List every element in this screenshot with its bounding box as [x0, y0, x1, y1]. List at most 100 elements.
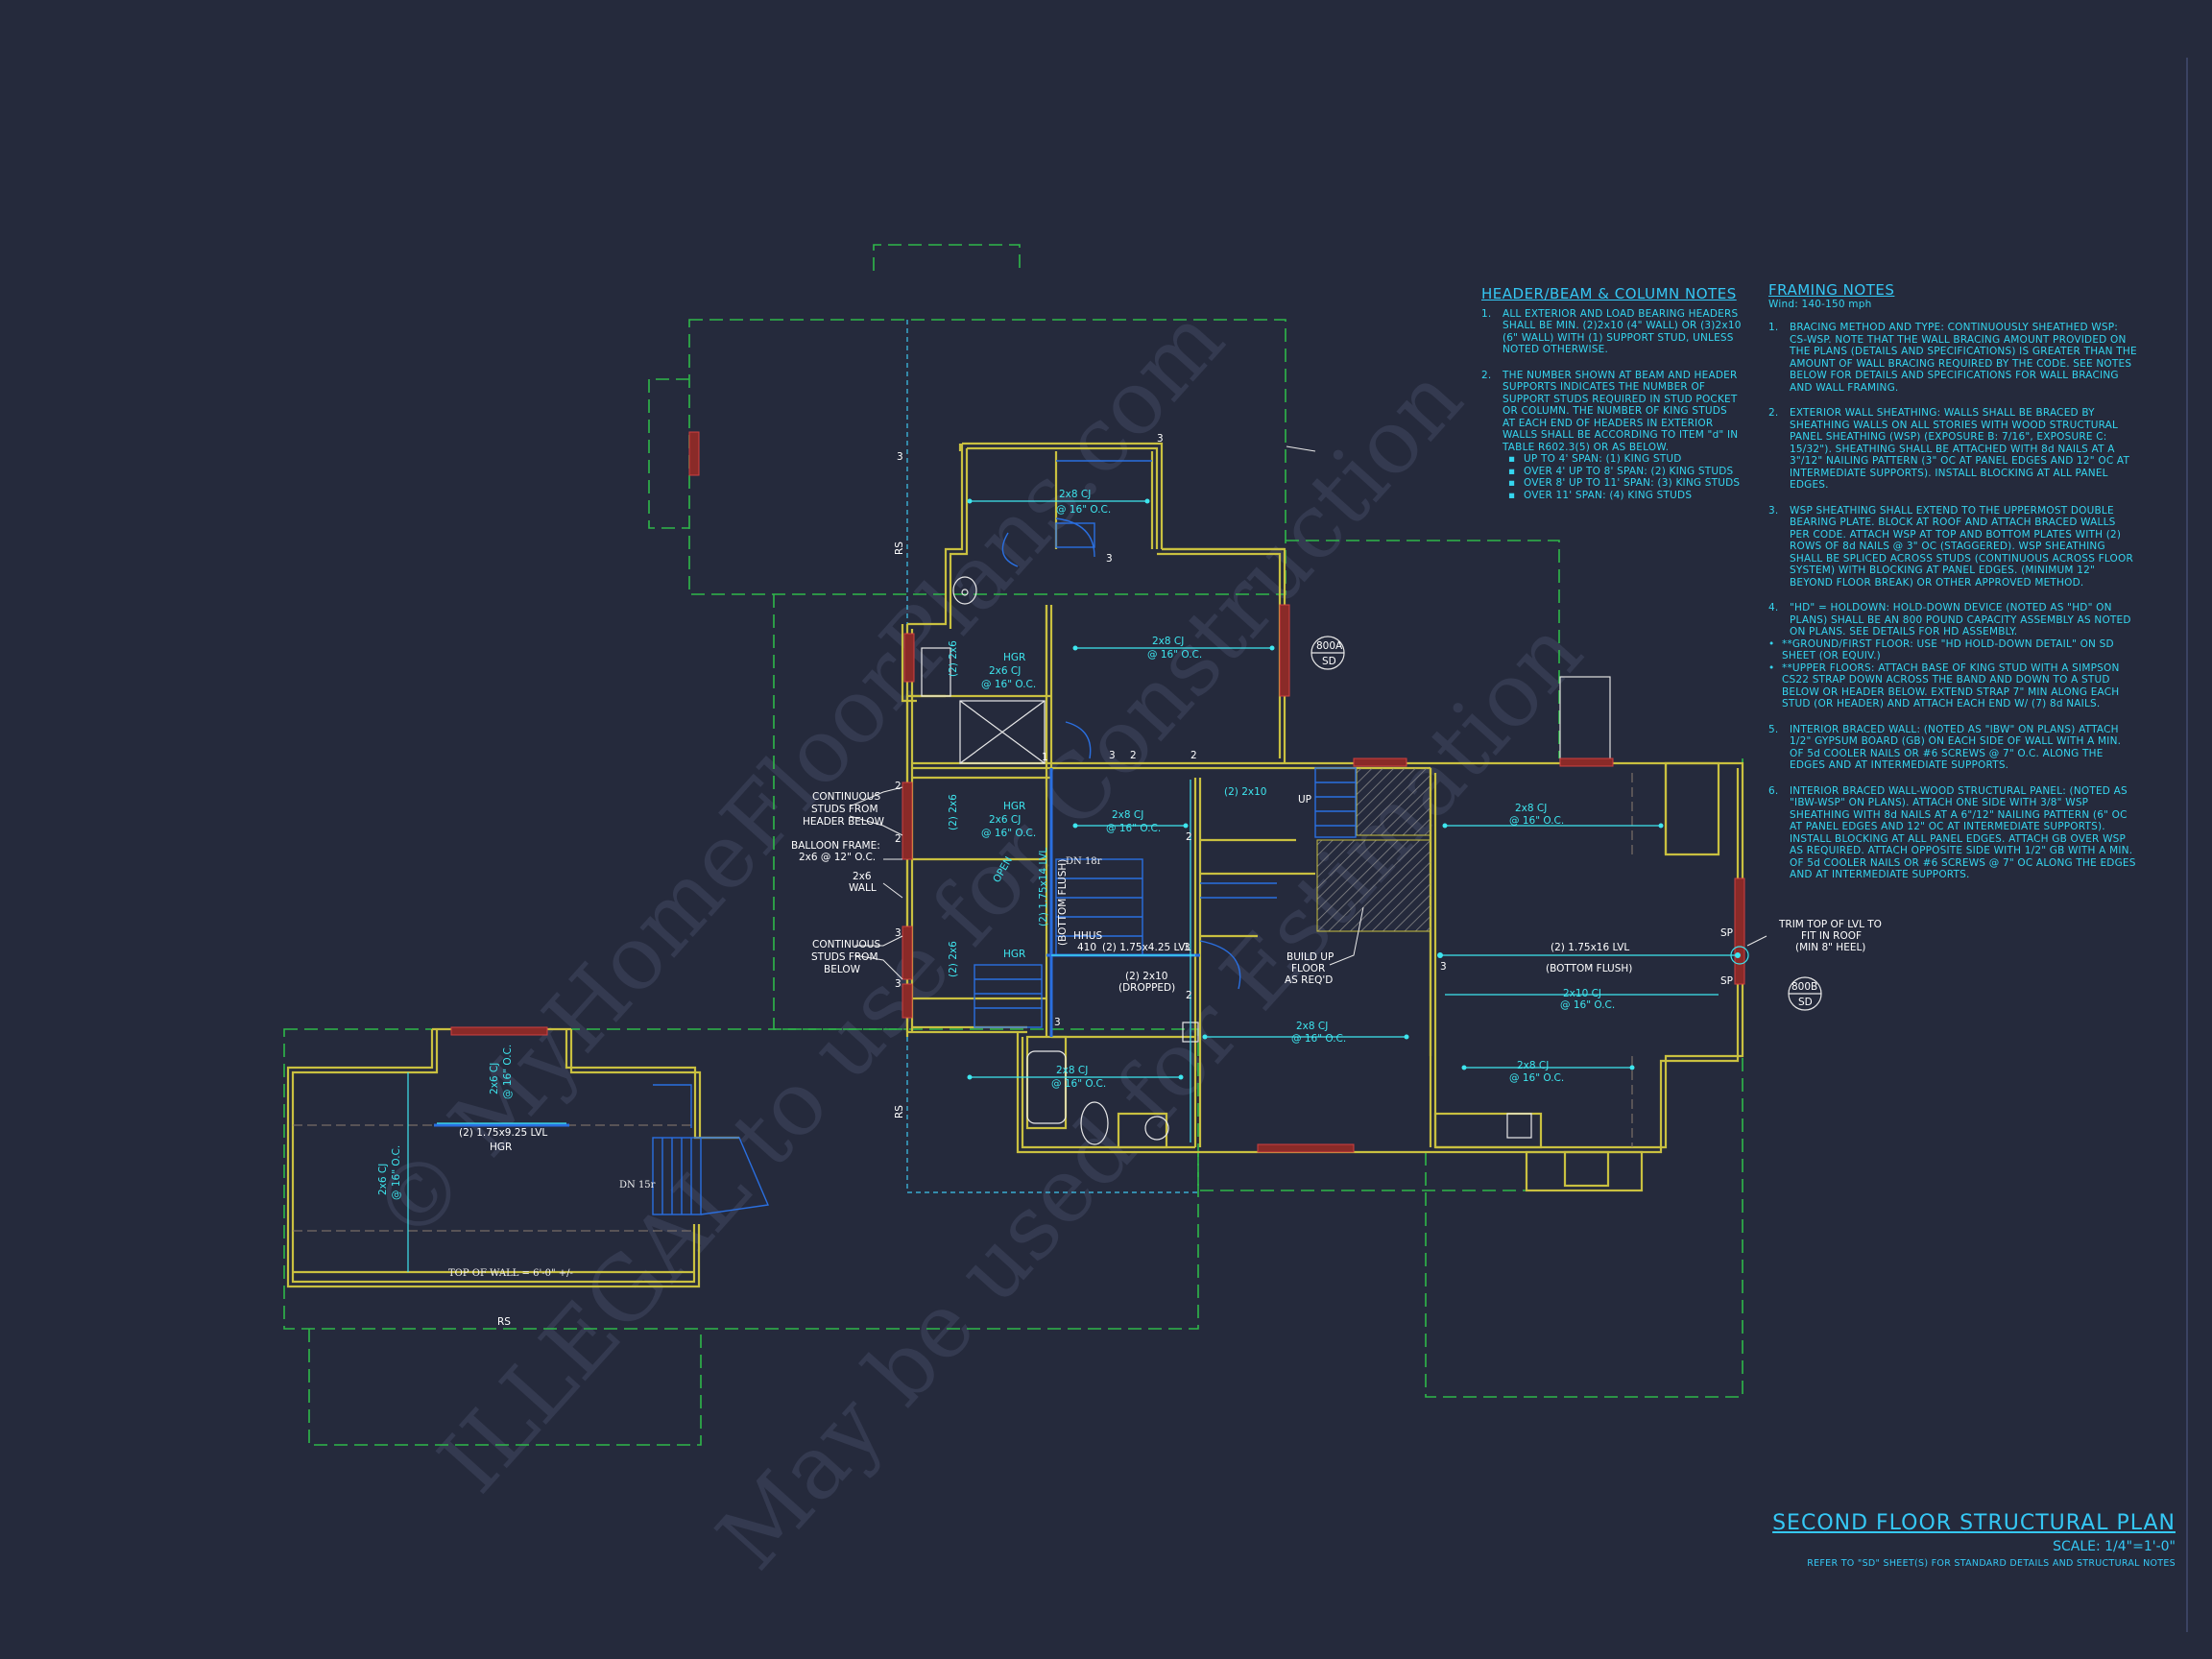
framing-note-2: 2. EXTERIOR WALL SHEATHING: WALLS SHALL B… — [1768, 407, 2137, 492]
label-sp-1: SP — [1720, 927, 1733, 939]
label-joist-right-bottom: 2x8 CJ — [1517, 1060, 1549, 1071]
label-balloon-1: BALLOON FRAME: — [791, 840, 880, 852]
label-rs-3: RS — [497, 1316, 511, 1328]
plan-labels: 2x8 CJ @ 16" O.C. 2x8 CJ @ 16" O.C. HGR … — [377, 433, 1882, 1328]
label-num-3e: 3 — [895, 927, 902, 939]
stairs — [652, 460, 1357, 1215]
label-num-3c: 3 — [1106, 553, 1113, 565]
ceiling-lines — [906, 320, 1198, 1193]
label-below-3: BELOW — [824, 964, 861, 975]
label-joist-2x6-1: 2x6 CJ — [989, 665, 1021, 677]
label-tag-sd-2: SD — [1798, 997, 1813, 1008]
header-bullet-1: ▪UP TO 4' SPAN: (1) KING STUD — [1508, 453, 1682, 465]
label-joist-left-1-oc: @ 16" O.C. — [502, 1045, 514, 1099]
label-wall-2: WALL — [849, 882, 877, 894]
header-note-2-text: THE NUMBER SHOWN AT BEAM AND HEADER SUPP… — [1503, 369, 1739, 453]
label-stud-2: (2) 2x6 — [948, 794, 959, 830]
header-bullet-2: ▪OVER 4' UP TO 8' SPAN: (2) KING STUDS — [1508, 465, 1734, 477]
label-joist-2x10: 2x10 CJ — [1563, 988, 1601, 999]
framing-note-5-num: 5. — [1768, 723, 1779, 735]
label-joist-left-2-oc: @ 16" O.C. — [391, 1145, 402, 1200]
header-note-1-num: 1. — [1481, 307, 1492, 320]
label-trim-1: TRIM TOP OF LVL TO — [1778, 919, 1882, 930]
label-dn-15r: DN 15r — [619, 1180, 656, 1190]
label-joist-top-oc: @ 16" O.C. — [1056, 504, 1111, 516]
label-stud-3: (2) 2x6 — [948, 941, 959, 977]
header-note-1-text: ALL EXTERIOR AND LOAD BEARING HEADERS SH… — [1503, 307, 1742, 356]
build-up-hatch-2 — [1316, 839, 1431, 932]
label-num-3g: 3 — [1184, 942, 1190, 953]
framing-note-6-num: 6. — [1768, 784, 1779, 797]
header-notes-title: HEADER/BEAM & COLUMN NOTES — [1481, 285, 1737, 302]
headers — [450, 431, 1745, 1153]
label-joist-2x10-oc: @ 16" O.C. — [1560, 999, 1615, 1011]
label-hgr-2: HGR — [1003, 801, 1025, 812]
label-lvl-425: (2) 1.75x4.25 LVL — [1102, 942, 1190, 953]
framing-note-2-text: EXTERIOR WALL SHEATHING: WALLS SHALL BE … — [1790, 407, 2130, 491]
label-num-2f: 2 — [1186, 990, 1192, 1001]
framing-note-5: 5.INTERIOR BRACED WALL: (NOTED AS "IBW" … — [1768, 724, 2137, 772]
build-up-hatch-1 — [1356, 767, 1431, 836]
label-lvl-left: (2) 1.75x9.25 LVL — [459, 1127, 547, 1139]
framing-note-4: 4. "HD" = HOLDOWN: HOLD-DOWN DEVICE (NOTE… — [1768, 602, 2137, 710]
label-build-up-3: AS REQ'D — [1285, 974, 1333, 986]
label-num-3h: 3 — [1440, 961, 1447, 973]
header-bullet-2-text: OVER 4' UP TO 8' SPAN: (2) KING STUDS — [1524, 465, 1734, 477]
title-block: SECOND FLOOR STRUCTURAL PLAN SCALE: 1/4"… — [1772, 1511, 2176, 1569]
label-tag-800b: 800B — [1791, 981, 1817, 993]
label-wall-1: 2x6 — [853, 871, 872, 882]
label-joist-bath: 2x8 CJ — [1056, 1065, 1088, 1076]
label-joist-bath-oc: @ 16" O.C. — [1051, 1078, 1106, 1090]
label-joist-right-bottom-oc: @ 16" O.C. — [1509, 1072, 1564, 1084]
framing-bullet-1: •**GROUND/FIRST FLOOR: USE "HD HOLD-DOWN… — [1768, 637, 2114, 662]
label-joist-center-oc: @ 16" O.C. — [1106, 823, 1161, 834]
label-num-2c: 2 — [895, 781, 902, 792]
plan-scale: SCALE: 1/4"=1'-0" — [2053, 1539, 2176, 1554]
watermark: © MyHomeFloorPlans.com ILLEGAL to use fo… — [352, 288, 1602, 1588]
label-dn-18r: DN 18r — [1066, 856, 1102, 867]
framing-note-6-text: INTERIOR BRACED WALL-WOOD STRUCTURAL PAN… — [1790, 784, 2136, 881]
framing-note-4-text: "HD" = HOLDOWN: HOLD-DOWN DEVICE (NOTED … — [1790, 602, 2131, 637]
label-bottom-flush-vertical: (BOTTOM FLUSH) — [1057, 859, 1069, 946]
label-num-1: 1 — [1042, 752, 1048, 763]
label-joist-center: 2x8 CJ — [1112, 809, 1143, 821]
label-lvl-vertical: (2) 1.75x14 LVL — [1038, 848, 1049, 926]
dimension-lines — [407, 500, 1738, 1272]
framing-note-4-num: 4. — [1768, 602, 1779, 613]
label-num-2d: 2 — [895, 833, 902, 845]
label-2x10: (2) 2x10 — [1224, 786, 1266, 798]
framing-bullet-2: •**UPPER FLOORS: ATTACH BASE OF KING STU… — [1768, 661, 2120, 710]
plan-reference: REFER TO "SD" SHEET(S) FOR STANDARD DETA… — [1807, 1558, 2176, 1569]
label-hgr-3: HGR — [1003, 949, 1025, 960]
header-note-2: 2. THE NUMBER SHOWN AT BEAM AND HEADER SU… — [1481, 370, 1743, 502]
header-note-2-num: 2. — [1481, 369, 1492, 381]
framing-note-1: 1.BRACING METHOD AND TYPE: CONTINUOUSLY … — [1768, 322, 2137, 394]
label-up: UP — [1298, 794, 1311, 805]
label-hgr-left: HGR — [490, 1142, 512, 1153]
framing-notes-subtitle: Wind: 140-150 mph — [1768, 298, 1872, 310]
leader-lines — [849, 445, 1767, 980]
label-build-up-1: BUILD UP — [1286, 951, 1334, 963]
label-num-2a: 2 — [1130, 750, 1137, 761]
label-balloon-2: 2x6 @ 12" O.C. — [799, 852, 876, 863]
label-joist-mid-oc: @ 16" O.C. — [1147, 649, 1202, 661]
framing-note-2-num: 2. — [1768, 407, 1779, 419]
ridge-lines — [293, 773, 1633, 1232]
header-note-1: 1. ALL EXTERIOR AND LOAD BEARING HEADERS … — [1481, 308, 1743, 356]
framing-bullet-2-text: **UPPER FLOORS: ATTACH BASE OF KING STUD… — [1782, 661, 2120, 710]
label-continuous-1: CONTINUOUS — [812, 791, 880, 803]
label-joist-2x6-2: 2x6 CJ — [989, 814, 1021, 826]
label-dropped: (DROPPED) — [1118, 982, 1175, 994]
header-bullet-3-text: OVER 8' UP TO 11' SPAN: (3) KING STUDS — [1524, 477, 1741, 489]
framing-note-3: 3.WSP SHEATHING SHALL EXTEND TO THE UPPE… — [1768, 505, 2137, 589]
label-oc-2x6-2: @ 16" O.C. — [981, 828, 1036, 839]
header-bullet-4-text: OVER 11' SPAN: (4) KING STUDS — [1524, 489, 1693, 501]
label-sp-2: SP — [1720, 975, 1733, 987]
label-hhus: HHUS — [1073, 930, 1102, 942]
label-joist-left-2: 2x6 CJ — [377, 1164, 389, 1195]
label-build-up-2: FLOOR — [1291, 963, 1325, 974]
label-num-2e: 2 — [1186, 831, 1192, 843]
label-hhus-num: 410 — [1077, 942, 1096, 953]
label-continuous-2: STUDS FROM — [811, 804, 878, 815]
